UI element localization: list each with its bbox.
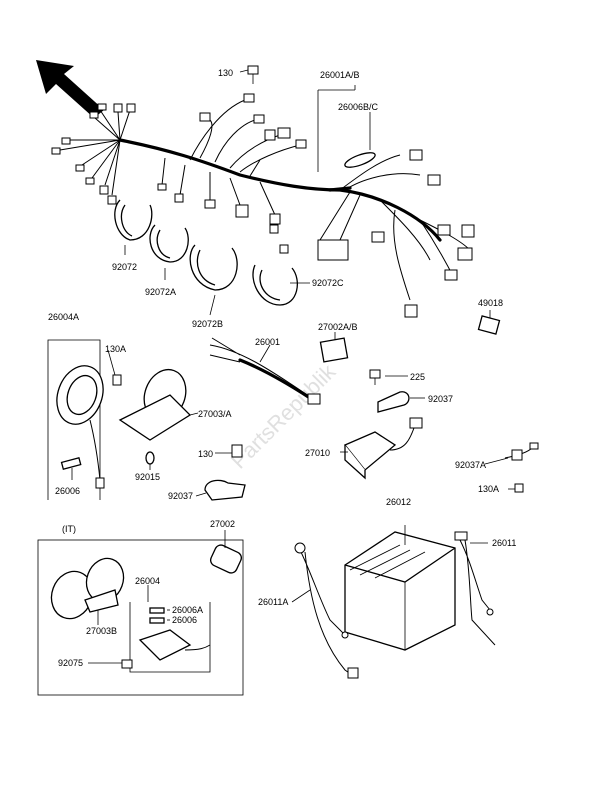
label-130-mid: 130 (198, 449, 213, 459)
leader-lines (71, 69, 515, 664)
clamp-92037-mid (204, 479, 246, 501)
label-92075: 92075 (58, 658, 83, 668)
sub-harness-26001 (209, 337, 321, 405)
label-it: (IT) (62, 524, 76, 534)
label-27003b: 27003B (86, 626, 117, 636)
fuse-26006-it (149, 617, 165, 624)
label-49018: 49018 (478, 298, 503, 308)
horn-27003a (118, 368, 192, 465)
bolt-130-mid (231, 444, 243, 458)
unit-27010 (343, 417, 423, 480)
label-92037-mid: 92037 (168, 491, 193, 501)
label-130-top: 130 (218, 68, 233, 78)
cable-26011a (294, 542, 359, 679)
bracket-it (37, 539, 244, 696)
label-92015: 92015 (135, 472, 160, 482)
label-26006-it: 26006 (172, 615, 197, 625)
bolt-130-top (247, 65, 259, 84)
relay-27002ab (319, 337, 349, 363)
horn-it (50, 557, 125, 620)
label-92037a: 92037A (455, 460, 486, 470)
clip-92075 (121, 659, 133, 669)
band-92072a (149, 224, 189, 263)
label-27003a: 27003/A (198, 409, 232, 419)
label-26001ab: 26001A/B (320, 70, 360, 80)
cable-26011 (454, 531, 496, 646)
band-92072c (252, 264, 298, 306)
label-26011a: 26011A (258, 597, 288, 607)
label-92072c: 92072C (312, 278, 344, 288)
label-225: 225 (410, 372, 425, 382)
label-27002ab: 27002A/B (318, 322, 358, 332)
band-92072 (114, 199, 153, 241)
bolt-130a-left (112, 374, 122, 386)
battery-26012 (344, 525, 456, 651)
label-92037-right: 92037 (428, 394, 453, 404)
label-26012: 26012 (386, 497, 411, 507)
label-26004: 26004 (135, 576, 160, 586)
bracket-26004-it (129, 602, 211, 673)
bracket-26004a (47, 339, 101, 500)
clamp-92037-right (377, 391, 410, 413)
label-26004a: 26004A (48, 312, 79, 322)
label-26006-left: 26006 (55, 486, 80, 496)
label-130a-right: 130A (478, 484, 499, 494)
label-26006bc: 26006B/C (338, 102, 379, 112)
fuse-26006a (149, 607, 165, 614)
screw-225 (369, 369, 381, 385)
fuse-26006-left (60, 456, 82, 470)
bolt-130a-right (514, 483, 524, 493)
arrow-up-left-icon (36, 60, 104, 118)
unit-it (138, 629, 211, 661)
label-26011: 26011 (492, 538, 516, 548)
horn-left (56, 365, 105, 489)
label-27002: 27002 (210, 519, 235, 529)
label-92072a: 92072A (145, 287, 176, 297)
label-92072b: 92072B (192, 319, 223, 329)
relay-27002 (209, 544, 243, 574)
label-27010: 27010 (305, 448, 330, 458)
band-92072b (189, 244, 238, 291)
wire-92037a (504, 442, 539, 461)
part-49018 (477, 315, 501, 335)
label-26006a: 26006A (172, 605, 203, 615)
label-26001: 26001 (255, 337, 280, 347)
main-wiring-harness (51, 93, 475, 318)
label-92072: 92072 (112, 262, 137, 272)
label-130a-left: 130A (105, 344, 126, 354)
